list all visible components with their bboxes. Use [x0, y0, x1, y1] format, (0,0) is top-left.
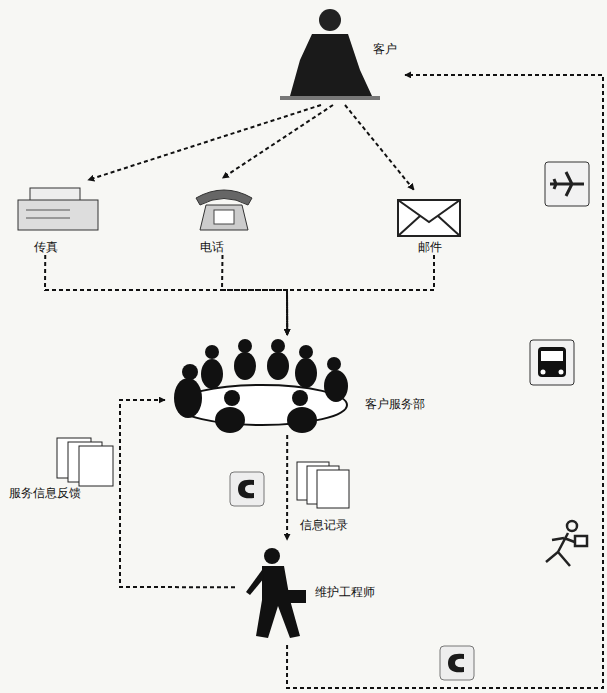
phone-handset — [196, 190, 252, 205]
customer-body — [290, 34, 372, 96]
mail-icon — [398, 200, 460, 236]
briefcase — [288, 590, 306, 603]
person-head — [238, 339, 252, 353]
airplane-shape — [550, 172, 584, 196]
person-head — [327, 357, 341, 371]
badge-frame — [440, 646, 474, 680]
person-head — [182, 364, 198, 380]
node-label: 信息记录 — [300, 518, 348, 532]
meeting-people — [174, 339, 348, 433]
node-label: 维护工程师 — [315, 585, 375, 599]
envelope — [398, 200, 460, 236]
fax-icon — [18, 188, 98, 230]
node-label: 客户服务部 — [365, 397, 425, 411]
bus-body — [538, 347, 566, 377]
engineer-figure — [246, 548, 306, 638]
dashed-connector — [287, 75, 603, 688]
icon-node: 电话 — [190, 178, 255, 255]
icon-frame — [545, 162, 589, 206]
node-label: 传真 — [34, 240, 58, 254]
person-body — [174, 378, 202, 418]
fax-body — [18, 200, 98, 230]
icon-node: 邮件 — [390, 190, 470, 255]
document — [79, 446, 113, 486]
icon-node: 传真 — [12, 180, 107, 255]
phone-badge — [440, 646, 474, 680]
telephone-icon — [196, 190, 252, 230]
courier-parcel — [575, 536, 587, 546]
courier-head — [567, 521, 577, 531]
fax-detail — [26, 210, 70, 211]
phone-badge — [230, 472, 264, 506]
document-stack — [57, 438, 113, 486]
person-body — [215, 407, 245, 433]
node-label: 客户 — [373, 42, 397, 56]
person-body — [287, 407, 317, 433]
person-head — [299, 345, 313, 359]
customer-head — [319, 9, 341, 31]
airplane-icon — [545, 162, 589, 206]
dashed-connector — [120, 400, 235, 587]
person-head — [205, 345, 219, 359]
bus-light — [541, 370, 546, 375]
envelope-flap — [398, 200, 460, 236]
dashed-connector — [287, 255, 434, 335]
node-label: 邮件 — [418, 240, 442, 254]
icon-node: 服务信息反馈 — [5, 430, 117, 505]
document-stack — [297, 462, 349, 508]
node-label: 服务信息反馈 — [9, 486, 81, 500]
icon-frame — [530, 340, 574, 385]
customer-figure — [280, 9, 380, 100]
icon-node: 维护工程师 — [235, 540, 375, 645]
bus-light — [559, 370, 564, 375]
dashed-connector — [222, 255, 287, 335]
person-head — [271, 339, 285, 353]
person-body — [295, 358, 317, 388]
person-body — [234, 352, 256, 380]
dashed-connector — [223, 105, 334, 178]
dashed-connector — [345, 105, 414, 190]
dashed-connector — [88, 105, 321, 180]
person-body — [324, 370, 348, 402]
person-body — [201, 359, 223, 389]
person-head — [224, 390, 240, 406]
dashed-connector — [286, 435, 288, 540]
engineer-head — [264, 548, 280, 564]
dashed-connector — [45, 255, 287, 335]
icon-node: 客户 — [285, 0, 405, 105]
icon-node: 信息记录 — [292, 458, 362, 536]
person-body — [267, 352, 289, 380]
node-label: 电话 — [200, 240, 224, 254]
customer-desk — [280, 96, 380, 100]
person-head — [292, 390, 308, 406]
fax-detail — [26, 218, 70, 219]
icon-node: 客户服务部 — [165, 335, 425, 435]
meeting-table — [177, 385, 347, 425]
badge-handset — [238, 480, 254, 499]
bus-window — [541, 351, 563, 361]
meeting-illustration — [174, 339, 348, 433]
document — [317, 470, 349, 508]
bus-icon — [530, 340, 574, 385]
badge-handset — [448, 654, 464, 673]
engineer-arm — [246, 570, 264, 595]
badge-frame — [230, 472, 264, 506]
courier-icon — [546, 521, 587, 566]
phone-base — [200, 205, 248, 230]
phone-keypad — [214, 210, 234, 224]
